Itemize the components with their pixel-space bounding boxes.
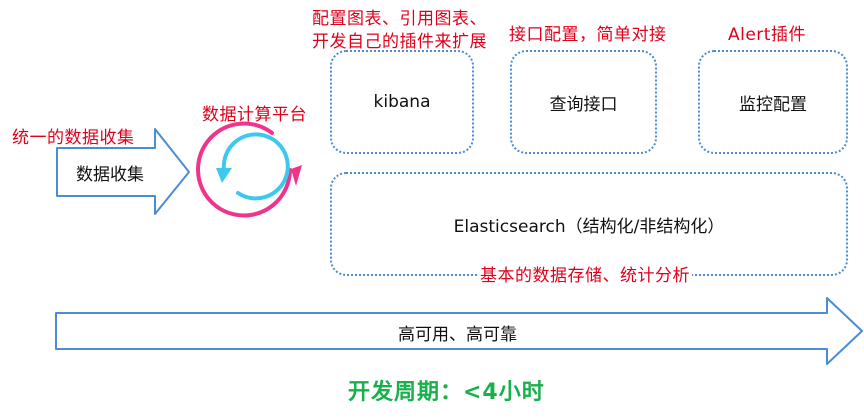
query-label: 查询接口: [549, 94, 618, 115]
elasticsearch-box: Elasticsearch（结构化/非结构化）: [330, 172, 848, 276]
kibana-label: kibana: [373, 92, 431, 112]
ha-arrow-label: 高可用、高可靠: [398, 325, 517, 345]
query-box: 查询接口: [510, 50, 657, 154]
platform-note: 数据计算平台: [202, 105, 307, 125]
elasticsearch-label: Elasticsearch（结构化/非结构化）: [453, 216, 725, 237]
query-note: 接口配置，简单对接: [509, 25, 667, 45]
cycle-icon: [196, 121, 302, 218]
es-note: 基本的数据存储、统计分析: [478, 265, 692, 287]
collect-arrow-label: 数据收集: [76, 165, 144, 185]
collect-note: 统一的数据收集: [12, 128, 135, 148]
kibana-box: kibana: [330, 50, 474, 154]
dev-cycle-footer: 开发周期：<4小时: [348, 380, 545, 405]
alert-note: Alert插件: [728, 25, 806, 45]
collect-arrow: [56, 128, 190, 215]
kibana-note-line1: 配置图表、引用图表、: [312, 9, 487, 29]
ha-arrow: [55, 297, 863, 365]
kibana-note-line2: 开发自己的插件来扩展: [312, 32, 487, 52]
monitor-box: 监控配置: [698, 50, 848, 154]
monitor-label: 监控配置: [739, 94, 807, 115]
